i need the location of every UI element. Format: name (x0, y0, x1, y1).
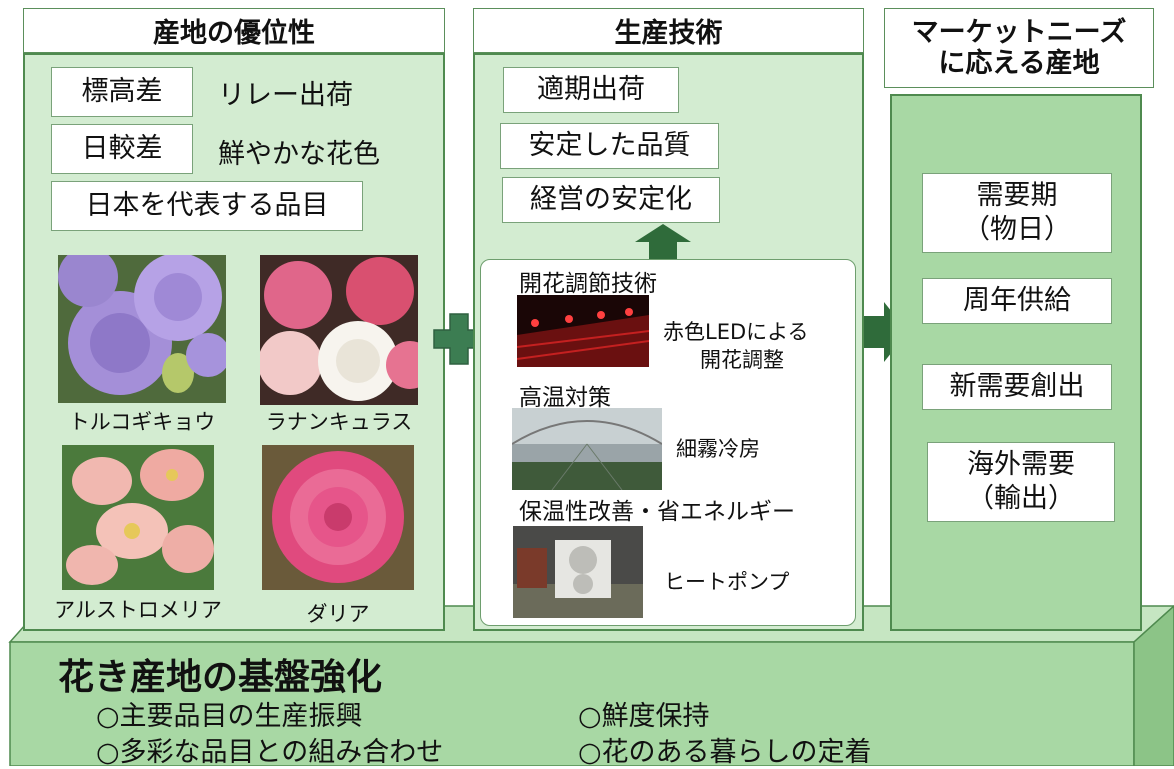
advantage-header: 産地の優位性 (23, 8, 445, 53)
peak-demand-line2: （物日） (963, 214, 1071, 245)
stable-management-box: 経営の安定化 (502, 177, 720, 223)
relay-shipping-text: リレー出荷 (218, 80, 353, 111)
base-title: 花き産地の基盤強化 (58, 657, 383, 698)
energy-saving-title: 保温性改善・省エネルギー (519, 499, 795, 525)
overseas-demand-line1: 海外需要 (967, 449, 1075, 481)
representative-items-box: 日本を代表する品目 (51, 181, 363, 231)
temperature-diff-box: 日較差 (51, 124, 193, 174)
elevation-box: 標高差 (51, 67, 193, 117)
base-item-4: ○花のある暮らしの定着 (578, 737, 872, 768)
dahlia-caption: ダリア (306, 602, 370, 626)
stable-quality-box: 安定した品質 (500, 123, 719, 169)
base-item-3: ○多彩な品目との組み合わせ (96, 737, 444, 768)
heat-pump-photo (513, 526, 643, 618)
mist-cooling-photo (512, 408, 662, 490)
base-item-1: ○主要品目の生産振興 (96, 701, 363, 732)
base-platform-side (1133, 604, 1174, 766)
base-platform-front (9, 641, 1135, 766)
peak-demand-line1: 需要期 (976, 180, 1058, 212)
heat-pump-caption: ヒートポンプ (664, 570, 790, 594)
mist-cooling-caption: 細霧冷房 (676, 437, 760, 461)
dahlia-photo (262, 445, 414, 590)
flowering-control-title: 開花調節技術 (519, 271, 657, 297)
overseas-demand-box: 海外需要 （輸出） (927, 442, 1115, 522)
overseas-demand-line2: （輸出） (967, 483, 1075, 514)
red-led-caption-line2: 開花調整 (700, 348, 784, 372)
plus-icon (433, 313, 485, 365)
base-item-2: ○鮮度保持 (578, 701, 710, 732)
red-led-caption-line1: 赤色LEDによる (663, 320, 809, 344)
new-demand-box: 新需要創出 (922, 364, 1112, 410)
alstroemeria-photo (62, 445, 214, 590)
red-led-photo (517, 295, 649, 367)
eustoma-photo (58, 255, 226, 403)
year-round-supply-box: 周年供給 (922, 278, 1112, 324)
ranunculus-photo (260, 255, 418, 405)
eustoma-caption: トルコギキョウ (68, 410, 216, 434)
right-arrow-icon (864, 302, 908, 362)
ranunculus-caption: ラナンキュラス (265, 410, 413, 434)
vivid-color-text: 鮮やかな花色 (218, 139, 380, 170)
market-header: マーケットニーズ に応える産地 (884, 8, 1154, 88)
up-arrow-icon (635, 224, 691, 262)
alstroemeria-caption: アルストロメリア (54, 598, 222, 622)
market-header-line2: に応える産地 (938, 48, 1100, 79)
timely-shipping-box: 適期出荷 (503, 67, 679, 113)
tech-header: 生産技術 (473, 8, 864, 53)
heat-measures-title: 高温対策 (519, 385, 611, 411)
market-header-line1: マーケットニーズ (911, 16, 1127, 48)
peak-demand-box: 需要期 （物日） (922, 173, 1112, 253)
